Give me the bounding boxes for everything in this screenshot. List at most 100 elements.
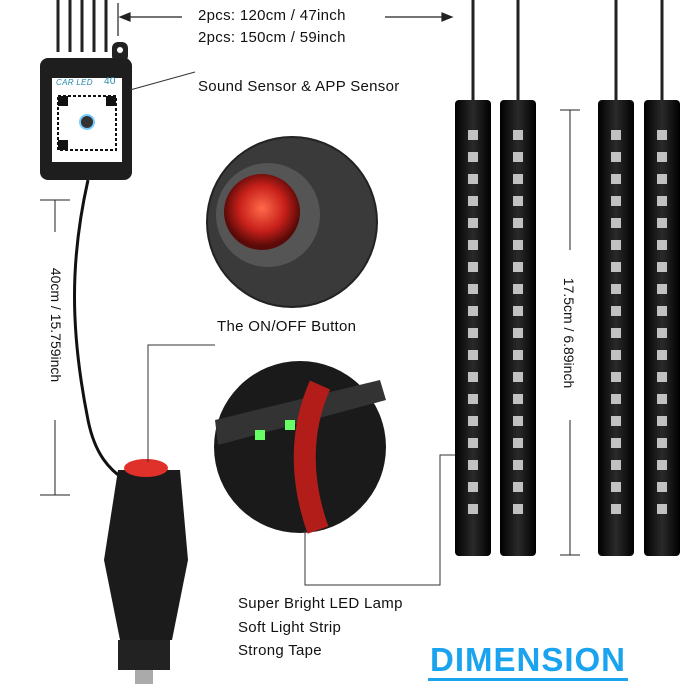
feature-1: Super Bright LED Lamp xyxy=(238,595,403,612)
led-chip xyxy=(657,262,667,272)
led-chip xyxy=(611,240,621,250)
led-chip xyxy=(657,504,667,514)
led-chip xyxy=(513,438,523,448)
led-chip xyxy=(611,394,621,404)
led-chip xyxy=(513,328,523,338)
controller-number: 40 xyxy=(104,76,116,87)
led-chip xyxy=(468,174,478,184)
led-chip xyxy=(468,262,478,272)
led-chip xyxy=(657,174,667,184)
led-chip xyxy=(468,328,478,338)
led-chip xyxy=(657,460,667,470)
led-chip xyxy=(468,130,478,140)
led-chip xyxy=(468,196,478,206)
power-cable xyxy=(73,179,126,482)
led-chip xyxy=(611,372,621,382)
cable-length-line2: 2pcs: 150cm / 59inch xyxy=(198,29,346,46)
strip-length-label: 17.5cm / 6.89inch xyxy=(561,277,577,389)
led-chip xyxy=(513,218,523,228)
controller-brand: CAR LED xyxy=(56,78,93,87)
cord-length-label: 40cm / 15.759inch xyxy=(48,267,64,383)
led-strip xyxy=(455,0,491,556)
led-chip xyxy=(468,416,478,426)
led-chip xyxy=(611,152,621,162)
led-chip xyxy=(611,482,621,492)
led-chip xyxy=(513,460,523,470)
led-chip xyxy=(657,438,667,448)
led-chip xyxy=(611,196,621,206)
cord-dimension-line xyxy=(40,199,70,496)
strip-closeup xyxy=(214,361,386,534)
led-chip xyxy=(468,460,478,470)
led-chip xyxy=(611,174,621,184)
cable-length-arrow xyxy=(117,3,454,36)
led-chip xyxy=(657,328,667,338)
led-chip xyxy=(611,504,621,514)
led-strip xyxy=(644,0,680,556)
led-chip xyxy=(513,130,523,140)
led-chip xyxy=(513,416,523,426)
led-chip xyxy=(513,152,523,162)
led-chip xyxy=(513,174,523,184)
led-chip xyxy=(611,130,621,140)
led-chip xyxy=(468,240,478,250)
button-closeup xyxy=(206,136,378,308)
controller-label: Sound Sensor & APP Sensor xyxy=(198,78,400,95)
led-chip xyxy=(657,350,667,360)
feature-3: Strong Tape xyxy=(238,642,322,659)
led-chip xyxy=(657,306,667,316)
led-chip xyxy=(657,152,667,162)
led-chip xyxy=(657,284,667,294)
feature-2: Soft Light Strip xyxy=(238,619,342,636)
led-chip xyxy=(611,416,621,426)
led-chip xyxy=(468,218,478,228)
led-chip xyxy=(513,240,523,250)
controller-wires xyxy=(56,0,108,52)
strip-dimension-line xyxy=(560,109,580,556)
led-strip xyxy=(598,0,634,556)
led-chip xyxy=(468,152,478,162)
cigarette-lighter-plug xyxy=(104,459,188,684)
led-chip xyxy=(513,372,523,382)
led-chip xyxy=(513,306,523,316)
led-chip xyxy=(611,328,621,338)
led-chip xyxy=(657,394,667,404)
led-chip xyxy=(513,196,523,206)
led-chip xyxy=(513,262,523,272)
led-chip xyxy=(611,262,621,272)
led-strip xyxy=(500,0,536,556)
led-chip xyxy=(657,196,667,206)
led-chip xyxy=(657,482,667,492)
led-strips xyxy=(455,0,680,556)
led-chip xyxy=(513,504,523,514)
led-chip xyxy=(611,460,621,470)
led-chip xyxy=(611,306,621,316)
led-chip xyxy=(468,504,478,514)
led-chip xyxy=(657,372,667,382)
led-chip xyxy=(657,130,667,140)
led-chip xyxy=(468,394,478,404)
led-chip xyxy=(513,284,523,294)
led-chip xyxy=(657,416,667,426)
led-chip xyxy=(513,482,523,492)
led-chip xyxy=(468,306,478,316)
led-chip xyxy=(468,438,478,448)
led-chip xyxy=(657,218,667,228)
led-chip xyxy=(513,350,523,360)
led-chip xyxy=(468,350,478,360)
led-chip xyxy=(657,240,667,250)
led-chip xyxy=(468,482,478,492)
led-chip xyxy=(513,394,523,404)
led-chip xyxy=(611,438,621,448)
led-chip xyxy=(468,372,478,382)
led-chip xyxy=(611,218,621,228)
cable-length-line1: 2pcs: 120cm / 47inch xyxy=(198,7,346,24)
dimension-banner: DIMENSION xyxy=(428,642,629,681)
led-chip xyxy=(611,284,621,294)
led-chip xyxy=(611,350,621,360)
led-chip xyxy=(468,284,478,294)
controller-box xyxy=(40,42,132,180)
button-label: The ON/OFF Button xyxy=(217,318,357,335)
